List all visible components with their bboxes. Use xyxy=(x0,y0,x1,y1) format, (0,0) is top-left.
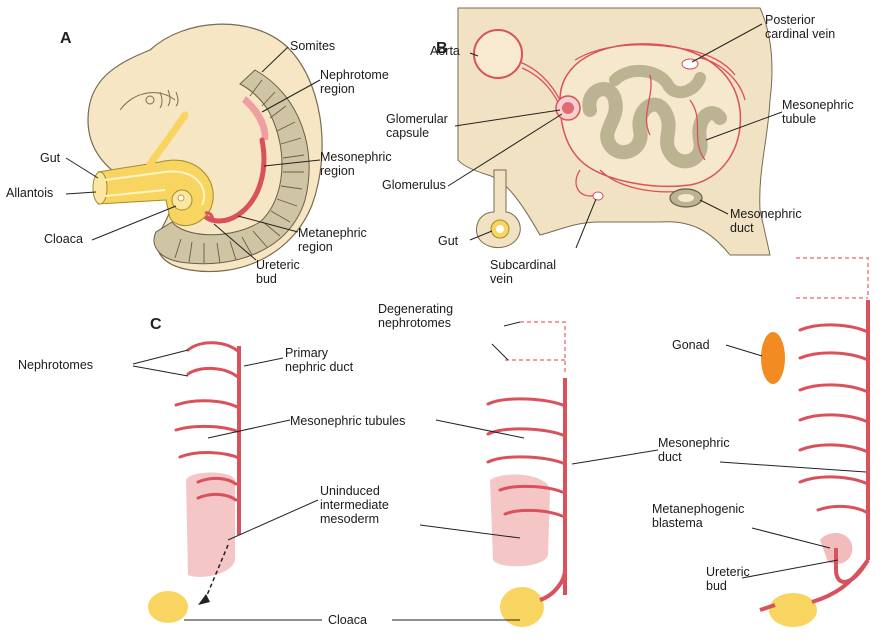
gut-label-a: Gut xyxy=(40,151,60,165)
uninduced-mesoderm-1 xyxy=(186,473,235,577)
mesonephric-duct-lumen xyxy=(678,194,694,202)
allantois-label: Allantois xyxy=(6,186,53,200)
mesonephric-duct-label-b: Mesonephric duct xyxy=(730,207,802,235)
mesonephric-tubule-label: Mesonephric tubule xyxy=(782,98,854,126)
mesonephric-tubules-3 xyxy=(800,325,868,512)
posterior-cardinal-vein-label: Posterior cardinal vein xyxy=(765,13,835,41)
cloaca-inner xyxy=(178,195,184,201)
nephrotomes-label: Nephrotomes xyxy=(18,358,93,372)
column-middle xyxy=(488,322,565,627)
aorta-label: Aorta xyxy=(430,44,460,58)
somites-label: Somites xyxy=(290,39,335,53)
aorta-shape xyxy=(474,30,522,78)
cloaca-c3 xyxy=(769,593,817,627)
glomerulus-label: Glomerulus xyxy=(382,178,446,192)
panel-c-leaders xyxy=(133,322,866,620)
cloaca-c2 xyxy=(500,587,544,627)
gonad-label: Gonad xyxy=(672,338,710,352)
uninduced-mesoderm-label: Uninduced intermediate mesoderm xyxy=(320,484,389,526)
metanephric-region-label: Metanephric region xyxy=(298,226,367,254)
column-early xyxy=(148,343,239,623)
panel-a-drawing xyxy=(66,24,322,271)
panel-label-c: C xyxy=(150,316,162,334)
gut-opening xyxy=(93,172,107,204)
panel-c-drawing xyxy=(133,258,868,627)
mesonephric-region-label: Mesonephric region xyxy=(320,150,392,178)
panel-label-a: A xyxy=(60,30,72,48)
cloaca-label-a: Cloaca xyxy=(44,232,83,246)
gonad-shape xyxy=(761,332,785,384)
metanephogenic-blastema-label: Metanephogenic blastema xyxy=(652,502,744,530)
ureteric-bud-label-a: Ureteric bud xyxy=(256,258,300,286)
mesonephric-tubules-label: Mesonephric tubules xyxy=(290,414,405,428)
subcardinal-vein-label: Subcardinal vein xyxy=(490,258,556,286)
gut-allantois-tube xyxy=(98,160,213,225)
subcardinal-vein-shape xyxy=(593,192,603,200)
cloaca-c1 xyxy=(148,591,188,623)
cloaca-label-c: Cloaca xyxy=(328,613,367,627)
nephrotome-region-label: Nephrotome region xyxy=(320,68,389,96)
ureteric-bud-label-c: Ureteric bud xyxy=(706,565,750,593)
degenerating-nephrotomes-3 xyxy=(796,258,868,298)
glomerular-capsule-label: Glomerular capsule xyxy=(386,112,448,140)
gut-label-b: Gut xyxy=(438,234,458,248)
glomerulus-shape xyxy=(562,102,574,114)
gut-b-lumen xyxy=(496,225,504,233)
cloaca-c2-link xyxy=(540,570,565,600)
growth-arrowhead xyxy=(198,594,210,605)
degenerating-nephrotomes-2 xyxy=(505,322,565,375)
mesonephric-duct-label-c: Mesonephric duct xyxy=(658,436,730,464)
degenerating-nephrotomes-label: Degenerating nephrotomes xyxy=(378,302,453,330)
primary-nephric-duct-label: Primary nephric duct xyxy=(285,346,353,374)
